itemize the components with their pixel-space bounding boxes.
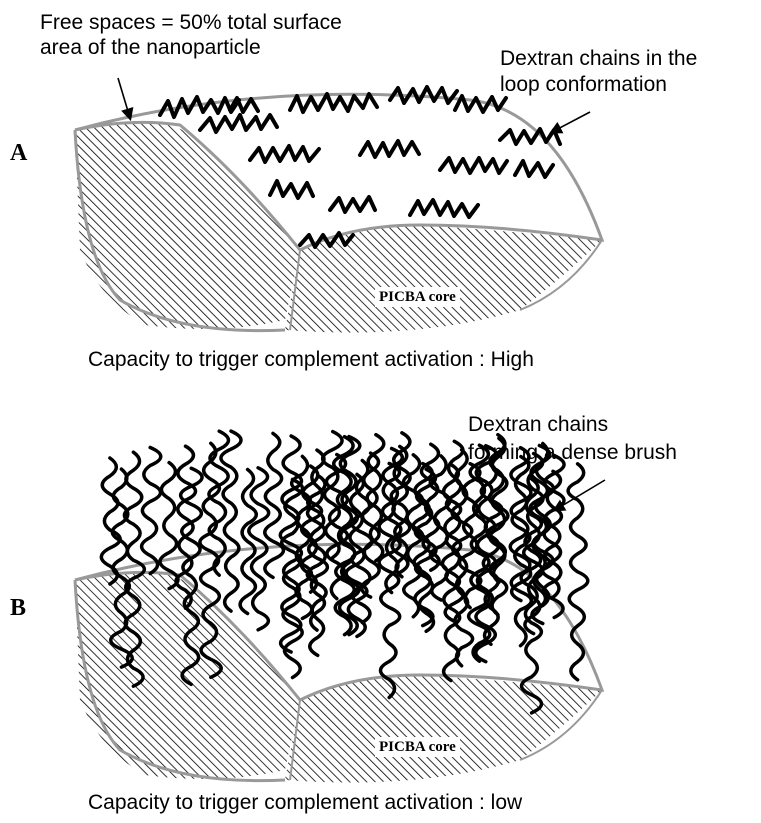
panel-a-left-annotation-line-2: area of the nanoparticle xyxy=(40,35,261,60)
panel-a-core-label: PICBA core xyxy=(375,287,460,307)
panel-b-core-label: PICBA core xyxy=(375,737,460,757)
brush-chain xyxy=(101,458,120,584)
panel-b-letter: B xyxy=(10,595,26,621)
panel-a-caption: Capacity to trigger complement activatio… xyxy=(88,347,534,372)
panel-b-caption: Capacity to trigger complement activatio… xyxy=(88,790,522,815)
panel-b-right-annotation-line-2: forming a dense brush xyxy=(468,440,677,465)
panel-a-right-arrow xyxy=(552,112,590,132)
panel-a-right-annotation-line-2: loop conformation xyxy=(500,72,667,97)
panel-a-letter: A xyxy=(10,140,27,166)
panel-a-left-arrow xyxy=(118,78,130,118)
panel-b-core-bottom-face xyxy=(285,674,602,782)
panel-a-left-annotation-line-1: Free spaces = 50% total surface xyxy=(40,10,342,35)
panel-b-right-annotation-line-1: Dextran chains xyxy=(468,412,608,437)
brush-chain xyxy=(142,448,161,574)
panel-a-right-annotation-line-1: Dextran chains in the xyxy=(500,46,697,71)
